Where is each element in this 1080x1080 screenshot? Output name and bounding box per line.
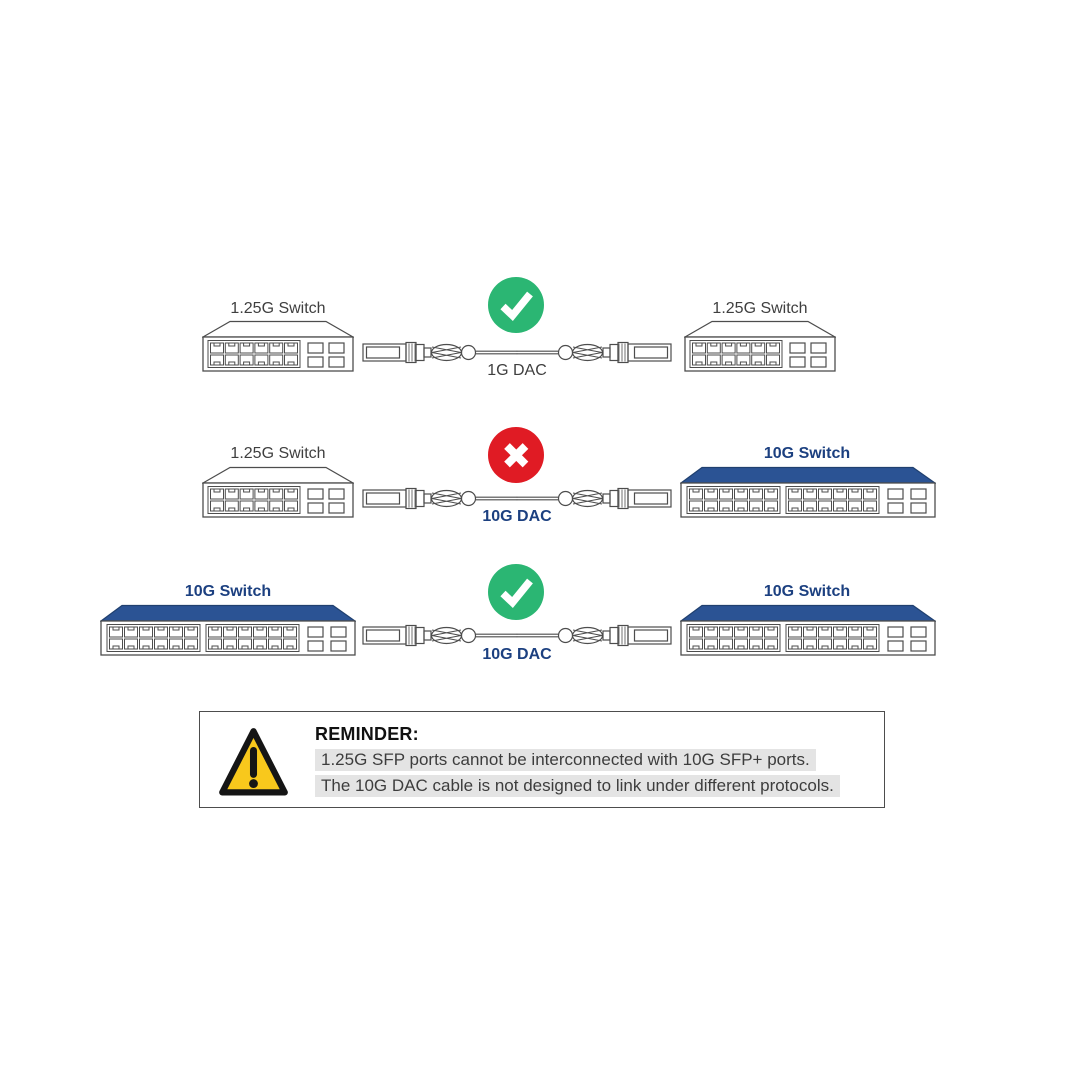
reminder-content: REMINDER: 1.25G SFP ports cannot be inte… — [315, 724, 840, 797]
left-switch-label: 1.25G Switch — [230, 445, 326, 462]
dac-cable-illustration — [362, 334, 672, 370]
right-switch-label: 1.25G Switch — [712, 300, 808, 317]
reminder-line: The 10G DAC cable is not designed to lin… — [315, 775, 840, 797]
dac-cable-illustration — [362, 480, 672, 516]
warning-triangle-icon — [219, 728, 288, 796]
reminder-title: REMINDER: — [315, 724, 419, 744]
reminder-box: REMINDER: 1.25G SFP ports cannot be inte… — [199, 711, 885, 808]
right-switch-illustration — [680, 604, 936, 656]
cable-label: 1G DAC — [487, 362, 547, 379]
check-icon — [488, 564, 544, 620]
left-switch-illustration — [100, 604, 356, 656]
dac-cable-illustration — [362, 617, 672, 653]
right-switch-label: 10G Switch — [763, 445, 851, 462]
left-switch-illustration — [202, 466, 354, 518]
right-switch-illustration — [684, 320, 836, 372]
right-switch-illustration — [680, 466, 936, 518]
cross-icon — [488, 427, 544, 483]
left-switch-illustration — [202, 320, 354, 372]
left-switch-label: 10G Switch — [184, 583, 272, 600]
left-switch-label: 1.25G Switch — [230, 300, 326, 317]
cable-label: 10G DAC — [482, 508, 552, 525]
right-switch-label: 10G Switch — [763, 583, 851, 600]
check-icon — [488, 277, 544, 333]
cable-label: 10G DAC — [482, 646, 552, 663]
reminder-line: 1.25G SFP ports cannot be interconnected… — [315, 749, 816, 771]
